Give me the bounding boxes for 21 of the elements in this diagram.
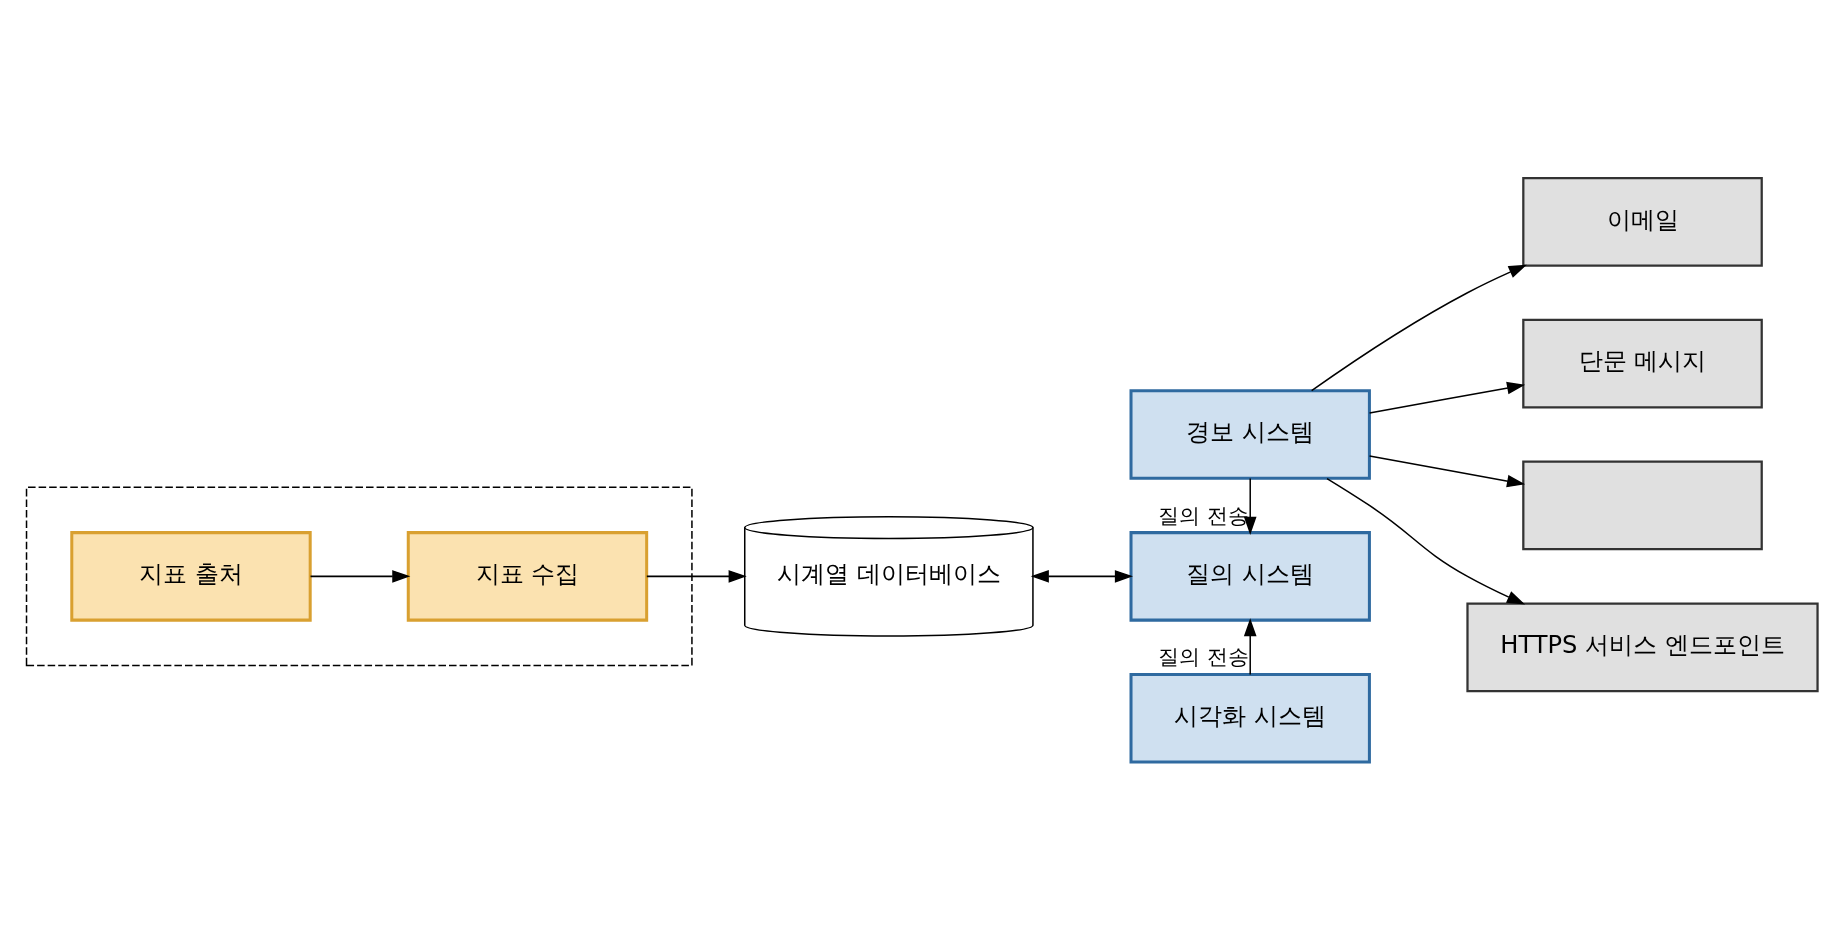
- arrow: [646, 570, 747, 583]
- arrow: [1243, 477, 1257, 535]
- arrow: [1368, 381, 1526, 414]
- node-box: 지표 출처: [70, 531, 312, 622]
- node-box: [1522, 460, 1763, 551]
- arrow: [1326, 477, 1526, 605]
- node-box: HTTPS 서비스 엔드포인트: [1466, 602, 1819, 693]
- node-box: 단문 메시지: [1522, 318, 1763, 409]
- arrow: [1243, 618, 1257, 676]
- node-box: 경보 시스템: [1129, 389, 1371, 480]
- node-box: 질의 시스템: [1129, 531, 1371, 622]
- node-box: 시각화 시스템: [1129, 672, 1371, 764]
- arrow: [1030, 570, 1133, 583]
- edge-label: 질의 전송: [1158, 644, 1249, 670]
- edge-label: 질의 전송: [1158, 502, 1249, 528]
- arrow: [1310, 264, 1527, 392]
- node-box: 이메일: [1522, 176, 1763, 267]
- arrow: [309, 570, 411, 583]
- cluster: [25, 486, 693, 667]
- arrow: [1368, 455, 1526, 488]
- node-box: 지표 수집: [406, 531, 649, 622]
